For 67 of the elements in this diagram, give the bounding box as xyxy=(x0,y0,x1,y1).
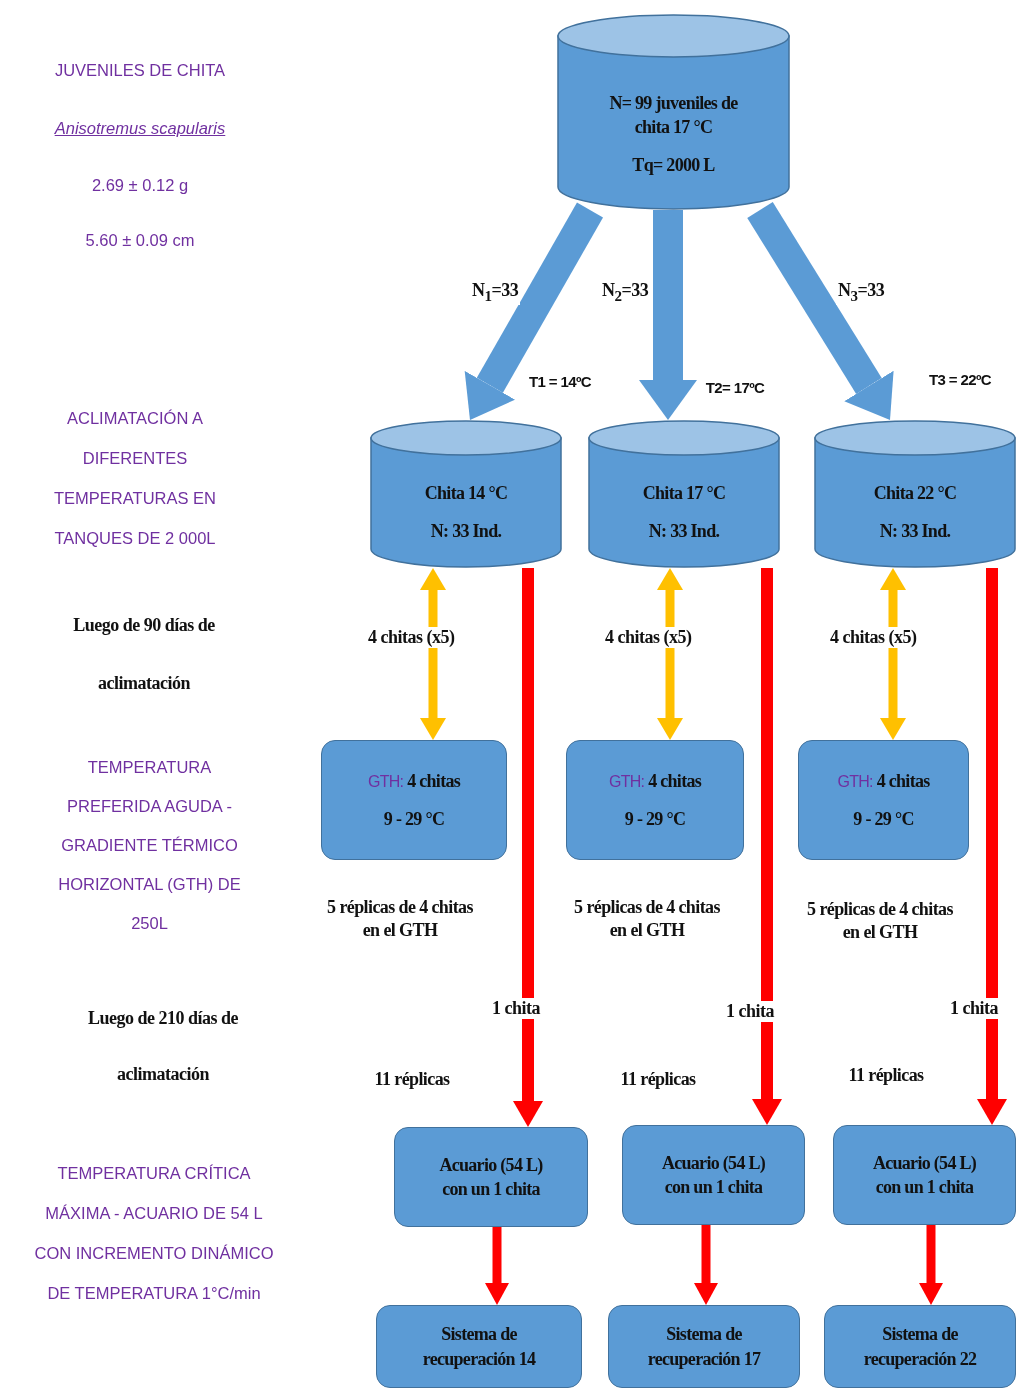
node-text: GTH: 4 chitas xyxy=(837,769,930,793)
block-arrow xyxy=(747,202,894,420)
edge-label: 1 chita xyxy=(490,998,542,1019)
node-text: Sistema de recuperación 14 xyxy=(421,1323,537,1371)
process-box xyxy=(394,1127,588,1227)
block-arrow xyxy=(919,1225,943,1305)
process-box xyxy=(376,1305,582,1388)
side-note: T2= 17ºC xyxy=(704,378,766,398)
block-arrow xyxy=(752,568,782,1125)
process-box xyxy=(824,1305,1016,1388)
step-note: Luego de 90 días de aclimatación xyxy=(72,614,216,695)
block-arrow xyxy=(420,568,446,740)
section-heading: 2.69 ± 0.12 g xyxy=(90,175,190,196)
process-box xyxy=(833,1125,1016,1225)
side-note: 11 réplicas xyxy=(373,1068,451,1091)
node-text: Acuario (54 L) con un 1 chita xyxy=(871,1151,978,1199)
node-text: 9 - 29 °C xyxy=(383,808,445,831)
node-text: N= 99 juveniles de chita 17 °C xyxy=(608,91,739,139)
section-heading: ACLIMATACIÓN A DIFERENTES TEMPERATURAS EN TANQUES DE 2 000L xyxy=(53,408,217,549)
node-text: 9 - 29 °C xyxy=(624,808,686,831)
process-box xyxy=(622,1125,805,1225)
process-box xyxy=(321,740,507,860)
section-heading: 5.60 ± 0.09 cm xyxy=(84,230,196,251)
node-text: Sistema de recuperación 17 xyxy=(646,1323,762,1371)
side-note: 5 réplicas de 4 chitas en el GTH xyxy=(806,898,954,945)
node-text: Acuario (54 L) con un 1 chita xyxy=(438,1153,544,1201)
side-note: T1 = 14ºC xyxy=(527,372,593,392)
side-note: 11 réplicas xyxy=(847,1064,925,1087)
node-text: GTH: 4 chitas xyxy=(367,769,461,793)
edge-label: 1 chita xyxy=(724,1001,776,1022)
side-note: 11 réplicas xyxy=(619,1068,697,1091)
edge-label: 4 chitas (x5) xyxy=(366,627,457,648)
node-text: GTH: 4 chitas xyxy=(608,769,702,793)
edge-label: 4 chitas (x5) xyxy=(828,627,919,648)
edge-label: N$_{1}$=33 xyxy=(470,280,521,305)
section-heading: JUVENILES DE CHITA xyxy=(53,60,227,81)
block-arrow xyxy=(657,568,683,740)
side-note: T3 = 22ºC xyxy=(927,370,993,390)
node-text: 9 - 29 °C xyxy=(853,808,914,831)
side-note: 5 réplicas de 4 chitas en el GTH xyxy=(326,896,474,943)
process-box xyxy=(566,740,744,860)
node-text: N: 33 Ind. xyxy=(648,520,720,543)
block-arrow xyxy=(694,1225,718,1305)
node-text: Chita 17 °C xyxy=(642,481,726,505)
block-arrow xyxy=(639,210,697,420)
block-arrow xyxy=(977,568,1007,1125)
node-text: Chita 14 °C xyxy=(424,481,508,505)
block-arrow xyxy=(880,568,906,740)
section-heading: TEMPERATURA CRÍTICA MÁXIMA - ACUARIO DE 54 L CON INCREMENTO DINÁMICO DE TEMPERATURA 1°C/min xyxy=(33,1163,275,1304)
node-text: Tq= 2000 L xyxy=(632,154,715,178)
process-box xyxy=(608,1305,800,1388)
process-box xyxy=(798,740,969,860)
block-arrow xyxy=(513,568,543,1127)
edge-label: N$_{3}$=33 xyxy=(836,280,887,305)
node-text: N: 33 Ind. xyxy=(430,520,502,543)
edge-label: 4 chitas (x5) xyxy=(603,627,694,648)
node-text: N: 33 Ind. xyxy=(879,520,951,543)
edge-label: 1 chita xyxy=(948,998,1000,1019)
side-note: 5 réplicas de 4 chitas en el GTH xyxy=(573,896,721,943)
section-heading: Anisotremus scapularis xyxy=(53,118,227,139)
block-arrow xyxy=(464,202,604,420)
node-text: Chita 22 °C xyxy=(873,481,957,505)
block-arrow xyxy=(485,1227,509,1305)
node-text: Acuario (54 L) con un 1 chita xyxy=(660,1151,767,1199)
step-note: Luego de 210 días de aclimatación xyxy=(87,1007,239,1086)
node-text: Sistema de recuperación 22 xyxy=(862,1323,978,1371)
section-heading: TEMPERATURA PREFERIDA AGUDA - GRADIENTE TÉRMICO HORIZONTAL (GTH) DE 250L xyxy=(57,757,242,934)
